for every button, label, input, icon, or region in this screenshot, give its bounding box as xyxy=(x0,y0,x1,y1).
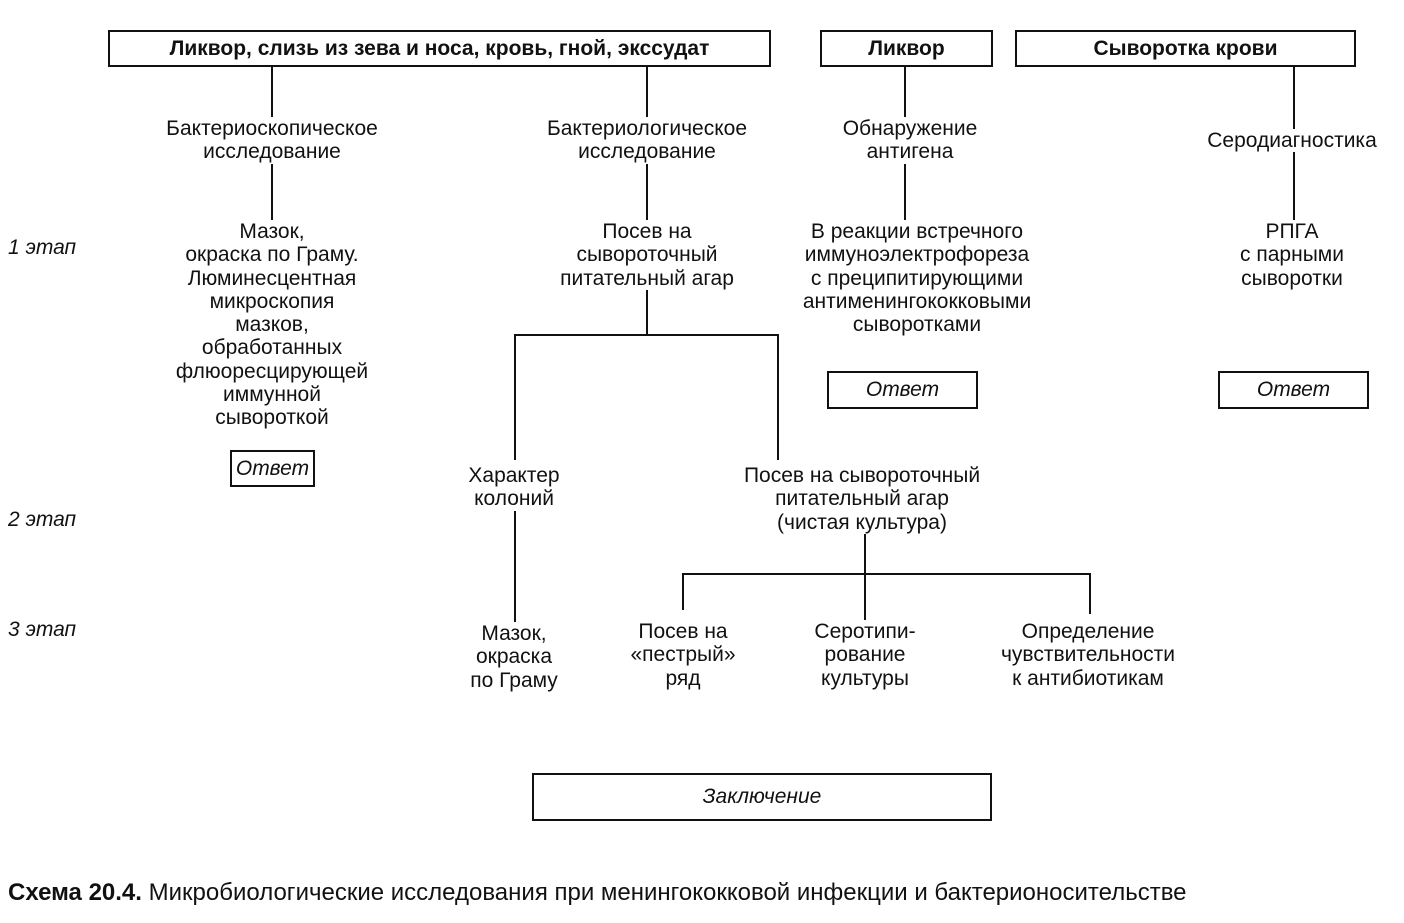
answer-box-serodiagnostics: Ответ xyxy=(1218,371,1369,409)
source-materials-box: Ликвор, слизь из зева и носа, кровь, гно… xyxy=(108,30,771,67)
stage-label-2: 2 этап xyxy=(8,508,77,531)
stage3-antibiotic-sensitivity: Определение чувствительности к антибиоти… xyxy=(998,620,1178,690)
method-antigen-detection: Обнаружение антигена xyxy=(840,117,980,164)
source-liquor-label: Ликвор xyxy=(868,36,945,60)
answer-box-antigen: Ответ xyxy=(827,371,978,409)
conclusion-box: Заключение xyxy=(532,773,992,821)
conclusion-label: Заключение xyxy=(702,785,822,808)
source-serum-box: Сыворотка крови xyxy=(1015,30,1356,67)
figure-caption: Схема 20.4. Микробиологические исследова… xyxy=(8,879,1187,907)
stage1-seeding-agar: Посев на сывороточный питательный агар xyxy=(558,220,736,290)
stage1-counter-immunoelectrophoresis: В реакции встречного иммуноэлектрофореза… xyxy=(800,220,1034,337)
answer-box-bacterioscopy: Ответ xyxy=(230,450,315,487)
method-serodiagnostics: Серодиагностика xyxy=(1205,129,1379,153)
caption-text: Микробиологические исследования при мени… xyxy=(141,879,1187,906)
source-materials-label: Ликвор, слизь из зева и носа, кровь, гно… xyxy=(169,36,710,60)
caption-label: Схема 20.4. xyxy=(8,879,142,906)
stage-label-1: 1 этап xyxy=(8,236,77,259)
source-serum-label: Сыворотка крови xyxy=(1093,36,1278,60)
stage2-colony-character: Характер колоний xyxy=(466,464,562,511)
stage1-rpga: РПГА с парными сыворотки xyxy=(1238,220,1346,290)
method-bacterioscopic: Бактериоскопическое исследование xyxy=(164,117,380,164)
answer-label: Ответ xyxy=(1256,378,1331,401)
stage3-serotyping: Серотипи- рование культуры xyxy=(812,620,918,690)
method-bacteriologic: Бактериологическое исследование xyxy=(544,117,750,164)
stage3-gram-smear: Мазок, окраска по Граму xyxy=(468,622,560,692)
source-liquor-box: Ликвор xyxy=(820,30,993,67)
stage-label-3: 3 этап xyxy=(8,618,77,641)
answer-label: Ответ xyxy=(235,456,310,480)
stage2-pure-culture: Посев на сывороточный питательный агар (… xyxy=(741,464,983,534)
stage1-smear-microscopy: Мазок, окраска по Граму. Люминесцентная … xyxy=(173,220,371,430)
answer-label: Ответ xyxy=(865,378,940,401)
stage3-variegated-row: Посев на «пестрый» ряд xyxy=(628,620,738,690)
